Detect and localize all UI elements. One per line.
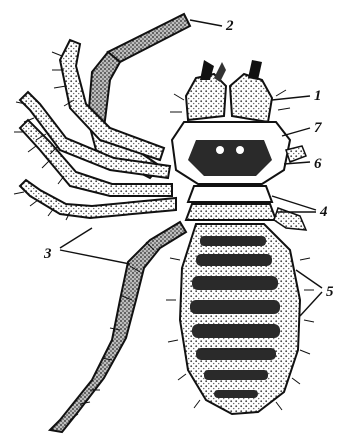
propeltidium <box>172 122 290 184</box>
intermediate-segments <box>186 186 276 220</box>
callout-6: 6 <box>314 156 322 172</box>
callout-5: 5 <box>326 284 334 300</box>
callout-7: 7 <box>314 120 322 136</box>
abdomen <box>180 224 300 414</box>
chelicerae <box>186 60 272 122</box>
callout-4: 4 <box>319 204 328 220</box>
hind-leg <box>50 222 186 432</box>
callout-1: 1 <box>314 88 322 104</box>
callout-3: 3 <box>43 246 52 262</box>
callout-2: 2 <box>225 18 234 34</box>
